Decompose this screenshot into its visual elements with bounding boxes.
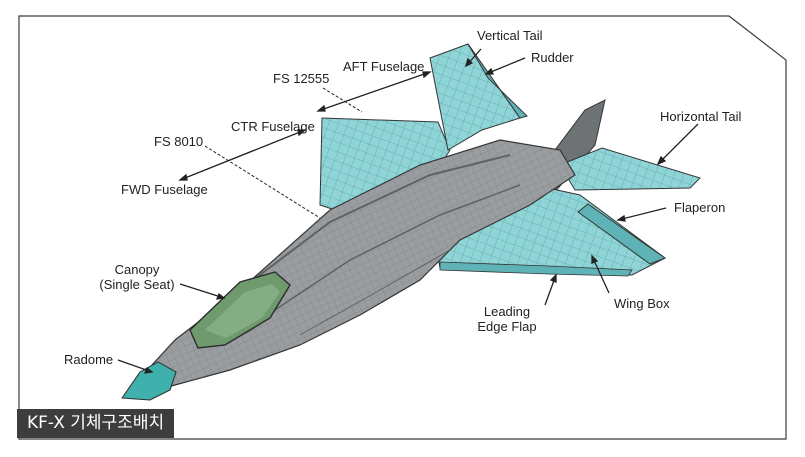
rudder bbox=[467, 43, 528, 119]
label-horizontal-tail: Horizontal Tail bbox=[660, 109, 742, 124]
fuselage-spine bbox=[239, 154, 511, 291]
label-leading-edge-flap-line1: Leading bbox=[483, 304, 531, 319]
label-canopy-line2: (Single Seat) bbox=[99, 277, 175, 292]
label-fwd-fuselage: FWD Fuselage bbox=[121, 182, 208, 197]
label-radome: Radome bbox=[64, 352, 114, 367]
radome bbox=[121, 361, 177, 401]
label-canopy: Canopy (Single Seat) bbox=[82, 262, 192, 292]
label-ctr-fuselage: CTR Fuselage bbox=[231, 119, 315, 134]
label-leading-edge-flap: Leading Edge Flap bbox=[469, 304, 545, 334]
label-leading-edge-flap-line2: Edge Flap bbox=[477, 319, 537, 334]
flaperon bbox=[577, 203, 667, 265]
label-flaperon: Flaperon bbox=[674, 200, 726, 215]
leading-edge-flap bbox=[439, 261, 633, 277]
label-aft-fuselage: AFT Fuselage bbox=[343, 59, 425, 74]
label-fs-8010: FS 8010 bbox=[154, 134, 204, 149]
label-fs-12555: FS 12555 bbox=[273, 71, 330, 86]
figure-caption: KF-X 기체구조배치 bbox=[17, 409, 175, 438]
label-rudder: Rudder bbox=[531, 50, 574, 65]
label-vertical-tail: Vertical Tail bbox=[477, 28, 543, 43]
label-canopy-line1: Canopy bbox=[114, 262, 160, 277]
label-wing-box: Wing Box bbox=[614, 296, 670, 311]
